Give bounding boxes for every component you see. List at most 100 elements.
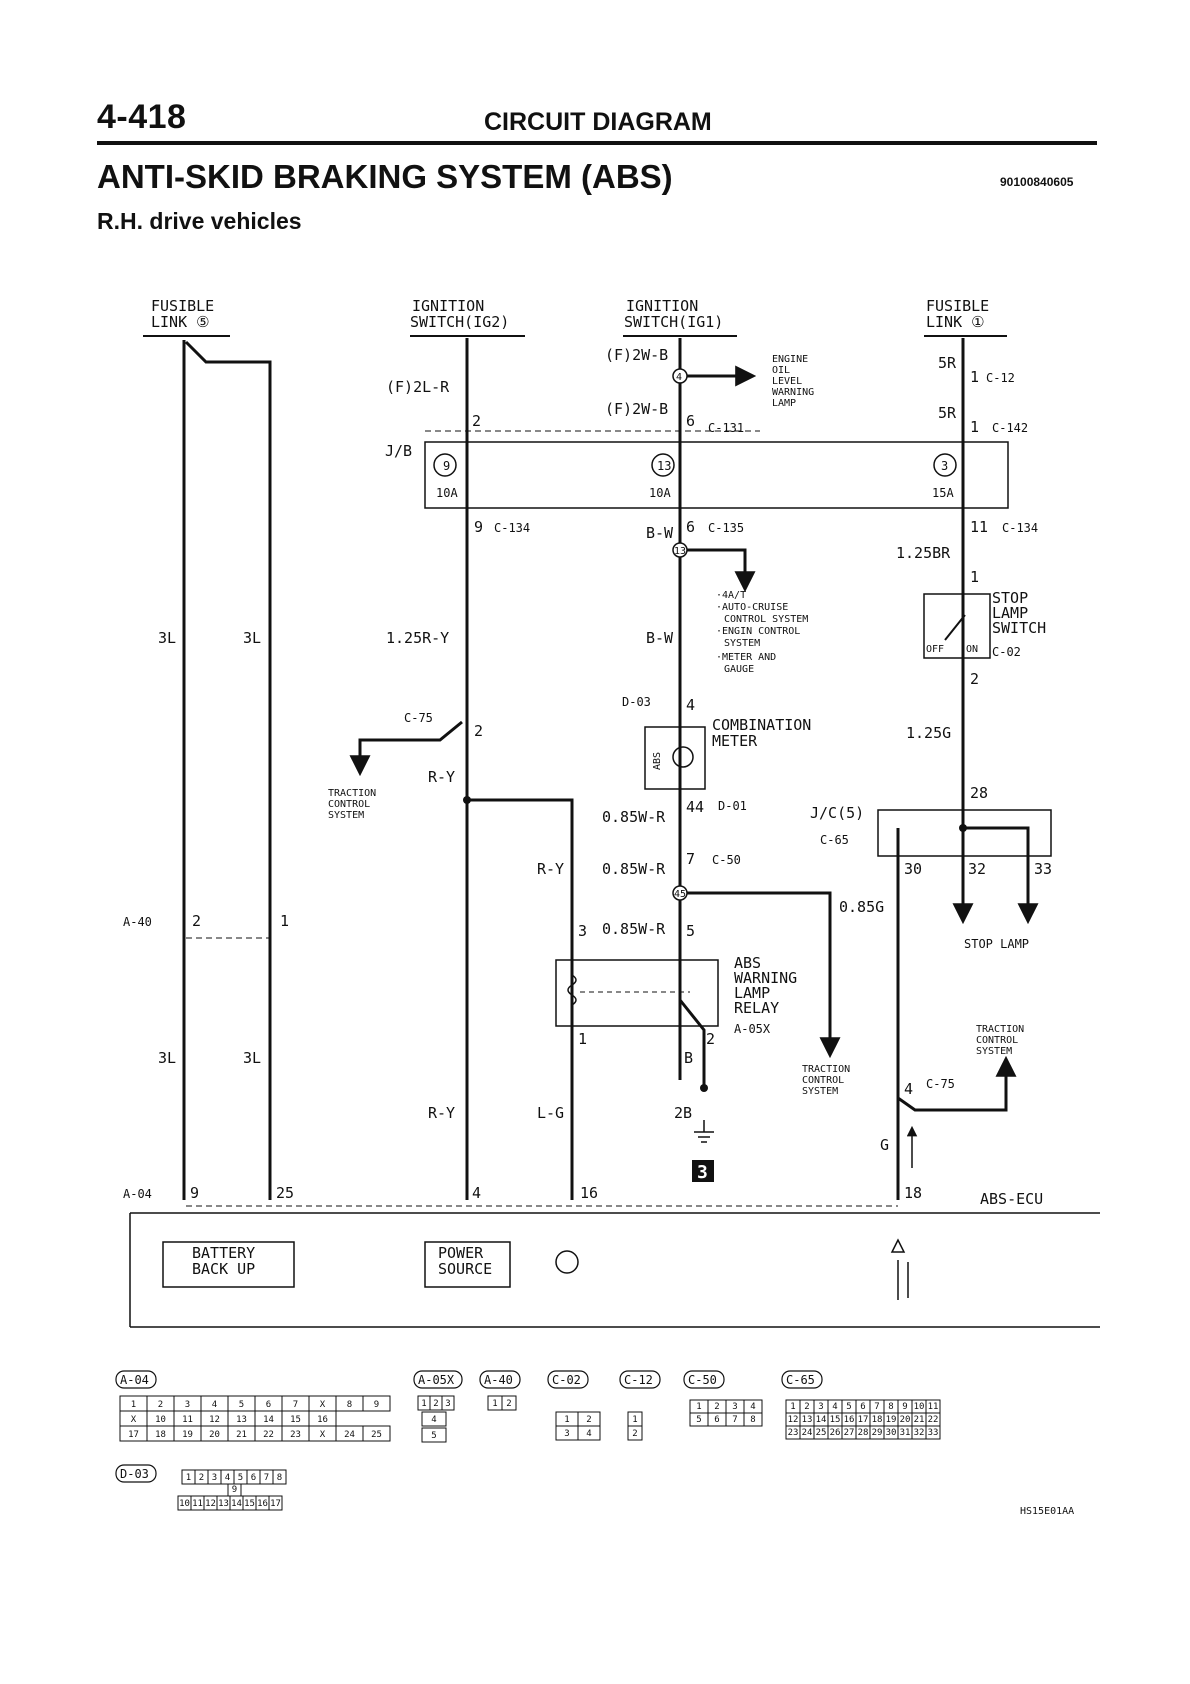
page-title: ANTI-SKID BRAKING SYSTEM (ABS) [97,158,673,195]
svg-text:R-Y: R-Y [428,768,455,786]
svg-text:C-50: C-50 [712,853,741,867]
svg-text:B: B [684,1049,693,1067]
svg-text:SYSTEM: SYSTEM [976,1046,1012,1057]
svg-text:SWITCH(IG1): SWITCH(IG1) [624,313,723,331]
connector-a04-pin: X [131,1415,137,1425]
svg-text:CONTROL: CONTROL [328,799,370,810]
connector-a04-pin: 13 [236,1415,247,1425]
svg-text:ON: ON [966,644,978,655]
svg-text:CONTROL SYSTEM: CONTROL SYSTEM [724,614,808,625]
svg-text:SOURCE: SOURCE [438,1260,492,1278]
junction-block [424,441,1009,509]
connector-a04-pin: X [320,1430,326,1440]
connector-a04-pin: 17 [128,1430,139,1440]
connector-a04-pin: 18 [155,1430,166,1440]
svg-text:METER: METER [712,732,758,750]
wire-at-branch [680,548,756,593]
connector-c50-pin: 6 [714,1415,719,1425]
sensor-input-icon [890,1238,909,1300]
svg-text:16: 16 [580,1184,598,1202]
ig1-label: IGNITION [626,297,698,315]
svg-text:10A: 10A [436,486,458,500]
svg-text:C-135: C-135 [708,521,744,535]
connector-c12-pin: 2 [632,1429,637,1439]
svg-text:C-134: C-134 [494,521,530,535]
svg-text:SYSTEM: SYSTEM [802,1086,838,1097]
battery-backup-label: BATTERY [192,1244,255,1262]
connector-c65-pin: 7 [874,1402,879,1412]
connector-a04-pin: 22 [263,1430,274,1440]
wire-tcs-3 [897,1068,1008,1112]
connector-c65-pin: 18 [872,1415,883,1425]
connector-a04-label: A-04 [120,1373,149,1387]
svg-text:BACK UP: BACK UP [192,1260,255,1278]
svg-text:3: 3 [697,1162,708,1183]
svg-text:6: 6 [686,412,695,430]
svg-text:R-Y: R-Y [537,860,564,878]
connector-a04-pin: 15 [290,1415,301,1425]
svg-text:LAMP: LAMP [772,398,796,409]
connector-a04-pin: 21 [236,1430,247,1440]
connector-a05x-pin: 5 [431,1431,436,1441]
connector-c65-pin: 26 [830,1428,841,1438]
connector-c50-pin: 1 [696,1402,701,1412]
svg-text:0.85W-R: 0.85W-R [602,920,666,938]
svg-text:SWITCH(IG2): SWITCH(IG2) [410,313,509,331]
connector-c02-pin: 4 [586,1429,591,1439]
connector-a04-pin: 2 [158,1400,163,1410]
connector-d03-pin: 2 [199,1473,204,1483]
warning-lamp-icon [672,746,694,768]
svg-text:4: 4 [686,696,695,714]
connector-a04-pin: X [320,1400,326,1410]
svg-text:D-03: D-03 [622,695,651,709]
svg-text:10A: 10A [649,486,671,500]
connector-c65-pin: 1 [790,1402,795,1412]
svg-text:3L: 3L [243,629,261,647]
connector-a04-pin: 6 [266,1400,271,1410]
connector-d03-pin: 10 [179,1499,190,1509]
connector-a04-pin: 11 [182,1415,193,1425]
page-number: 4-418 [97,98,187,136]
svg-text:1.25BR: 1.25BR [896,544,951,562]
connector-d03-pin: 13 [218,1499,229,1509]
document-code: 90100840605 [1000,175,1074,189]
connector-a04-pin: 12 [209,1415,220,1425]
svg-text:C-65: C-65 [820,833,849,847]
connector-a04-pin: 8 [347,1400,352,1410]
svg-text:3L: 3L [158,629,176,647]
connector-a04-pin: 16 [317,1415,328,1425]
connector-a40-pin: 2 [506,1399,511,1409]
connector-a04-pin: 4 [212,1400,217,1410]
connector-c65-pin: 24 [802,1428,813,1438]
connector-c65-pin: 30 [886,1428,897,1438]
svg-text:18: 18 [904,1184,922,1202]
connector-d03-pin: 16 [257,1499,268,1509]
connector-a04-pin: 5 [239,1400,244,1410]
fuse-9-marker [433,453,457,477]
connector-a04-pin: 24 [344,1430,355,1440]
connector-tag: C-12 [986,371,1015,385]
connector-c65-pin: 28 [858,1428,869,1438]
svg-text:ABS: ABS [652,752,663,770]
connector-c65-pin: 22 [928,1415,939,1425]
relay-coil-icon [567,974,577,1006]
power-source-box [424,1241,511,1288]
connector-d03-pin: 11 [192,1499,203,1509]
svg-text:OIL: OIL [772,365,790,376]
svg-text:1.25G: 1.25G [906,724,951,742]
svg-text:J/B: J/B [385,442,412,460]
connector-c65-pin: 2 [804,1402,809,1412]
connector-c65-pin: 15 [830,1415,841,1425]
svg-text:C-75: C-75 [926,1077,955,1091]
wire-3l-b [184,340,272,1200]
svg-text:4: 4 [676,372,682,383]
svg-text:32: 32 [968,860,986,878]
relay-label: ABS [734,954,761,972]
svg-text:SYSTEM: SYSTEM [724,638,760,649]
connector-c65-pin: 16 [844,1415,855,1425]
connector-c65-pin: 6 [860,1402,865,1412]
svg-text:0.85W-R: 0.85W-R [602,860,666,878]
svg-text:5: 5 [686,922,695,940]
connector-a05x-pin: 4 [431,1415,436,1425]
